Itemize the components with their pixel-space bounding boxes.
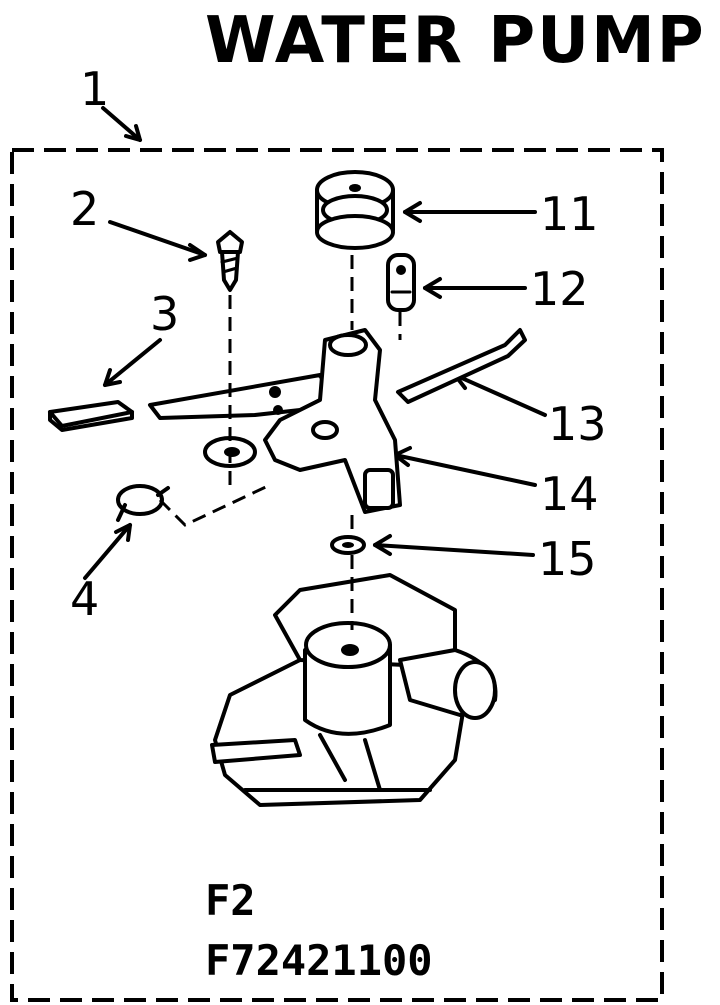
- screw-part: [216, 230, 244, 292]
- pump-body: [210, 573, 498, 807]
- diagram-title: WATER PUMP: [205, 4, 706, 78]
- callout-4: 4: [70, 572, 99, 626]
- washer-part: [330, 535, 366, 555]
- pad-part: [48, 400, 134, 432]
- clip-part: [386, 253, 416, 312]
- spring-clip-part: [116, 484, 170, 522]
- link-rod-part: [396, 328, 527, 404]
- callout-2: 2: [70, 182, 99, 236]
- assembly-border: [10, 148, 664, 1002]
- callout-14: 14: [540, 467, 599, 521]
- callout-11: 11: [540, 187, 599, 241]
- alignment-lines: [158, 255, 402, 630]
- callout-3: 3: [150, 287, 179, 341]
- callout-arrows: [83, 106, 547, 580]
- pulley-part: [315, 170, 395, 250]
- figure-code: F2: [205, 876, 256, 925]
- bracket-part: [148, 328, 402, 514]
- callout-15: 15: [538, 532, 597, 586]
- figure-id: F72421100: [205, 936, 433, 985]
- callout-12: 12: [530, 262, 589, 316]
- callout-13: 13: [548, 397, 607, 451]
